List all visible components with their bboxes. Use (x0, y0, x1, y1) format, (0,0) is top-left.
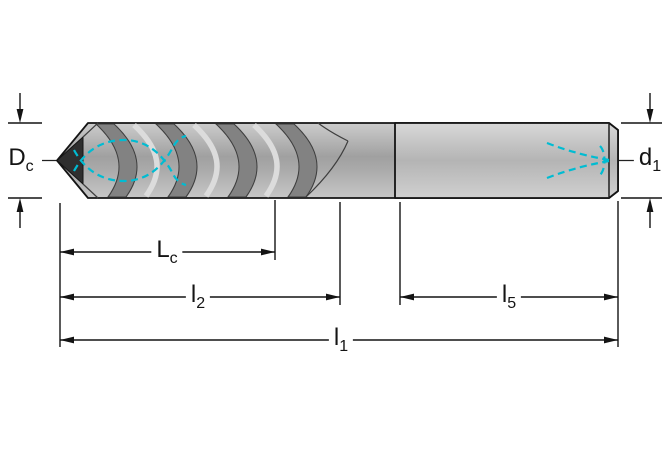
flute-highlight (192, 122, 220, 198)
tip-chisel-edge (56, 135, 84, 186)
arrowhead-up (646, 198, 654, 212)
arrowhead-right (604, 293, 618, 301)
flute-highlight (252, 122, 280, 198)
flute-runout-line (317, 122, 349, 142)
coolant-curve (599, 145, 606, 176)
arrowhead-left (60, 293, 74, 301)
shank-diameter-label: d1 (633, 144, 667, 175)
arrowhead-down (16, 109, 24, 123)
tip-facet-line (82, 122, 99, 138)
flute-highlight (132, 122, 160, 198)
arrowhead-left (60, 336, 74, 344)
tip-facet-line (82, 183, 99, 199)
flute-band (154, 123, 198, 198)
coolant-channel-shank (546, 141, 610, 180)
l5-length-label: l5 (496, 281, 522, 312)
arrowhead-left (400, 293, 414, 301)
cutting-diameter-label: Dc (3, 144, 39, 175)
drill-tip (56, 122, 99, 199)
drill-shank (394, 122, 619, 199)
arrowhead-down (646, 109, 654, 123)
arrowhead-right (326, 293, 340, 301)
arrowhead-right (604, 336, 618, 344)
arrowhead-up (16, 198, 24, 212)
dimension-cutting-diameter (8, 93, 42, 228)
dimension-shank-diameter (621, 93, 662, 228)
flute-band (94, 123, 138, 198)
l2-length-label: l2 (185, 281, 211, 312)
arrowhead-left (60, 248, 74, 256)
overall-length-label: l1 (328, 324, 354, 355)
flute-band (214, 123, 258, 198)
flute-runout-line (305, 140, 349, 198)
arrowhead-right (261, 248, 275, 256)
flute-length-label: Lc (151, 236, 183, 267)
length-extension-lines (59, 200, 619, 347)
drill-flutes (94, 122, 349, 198)
